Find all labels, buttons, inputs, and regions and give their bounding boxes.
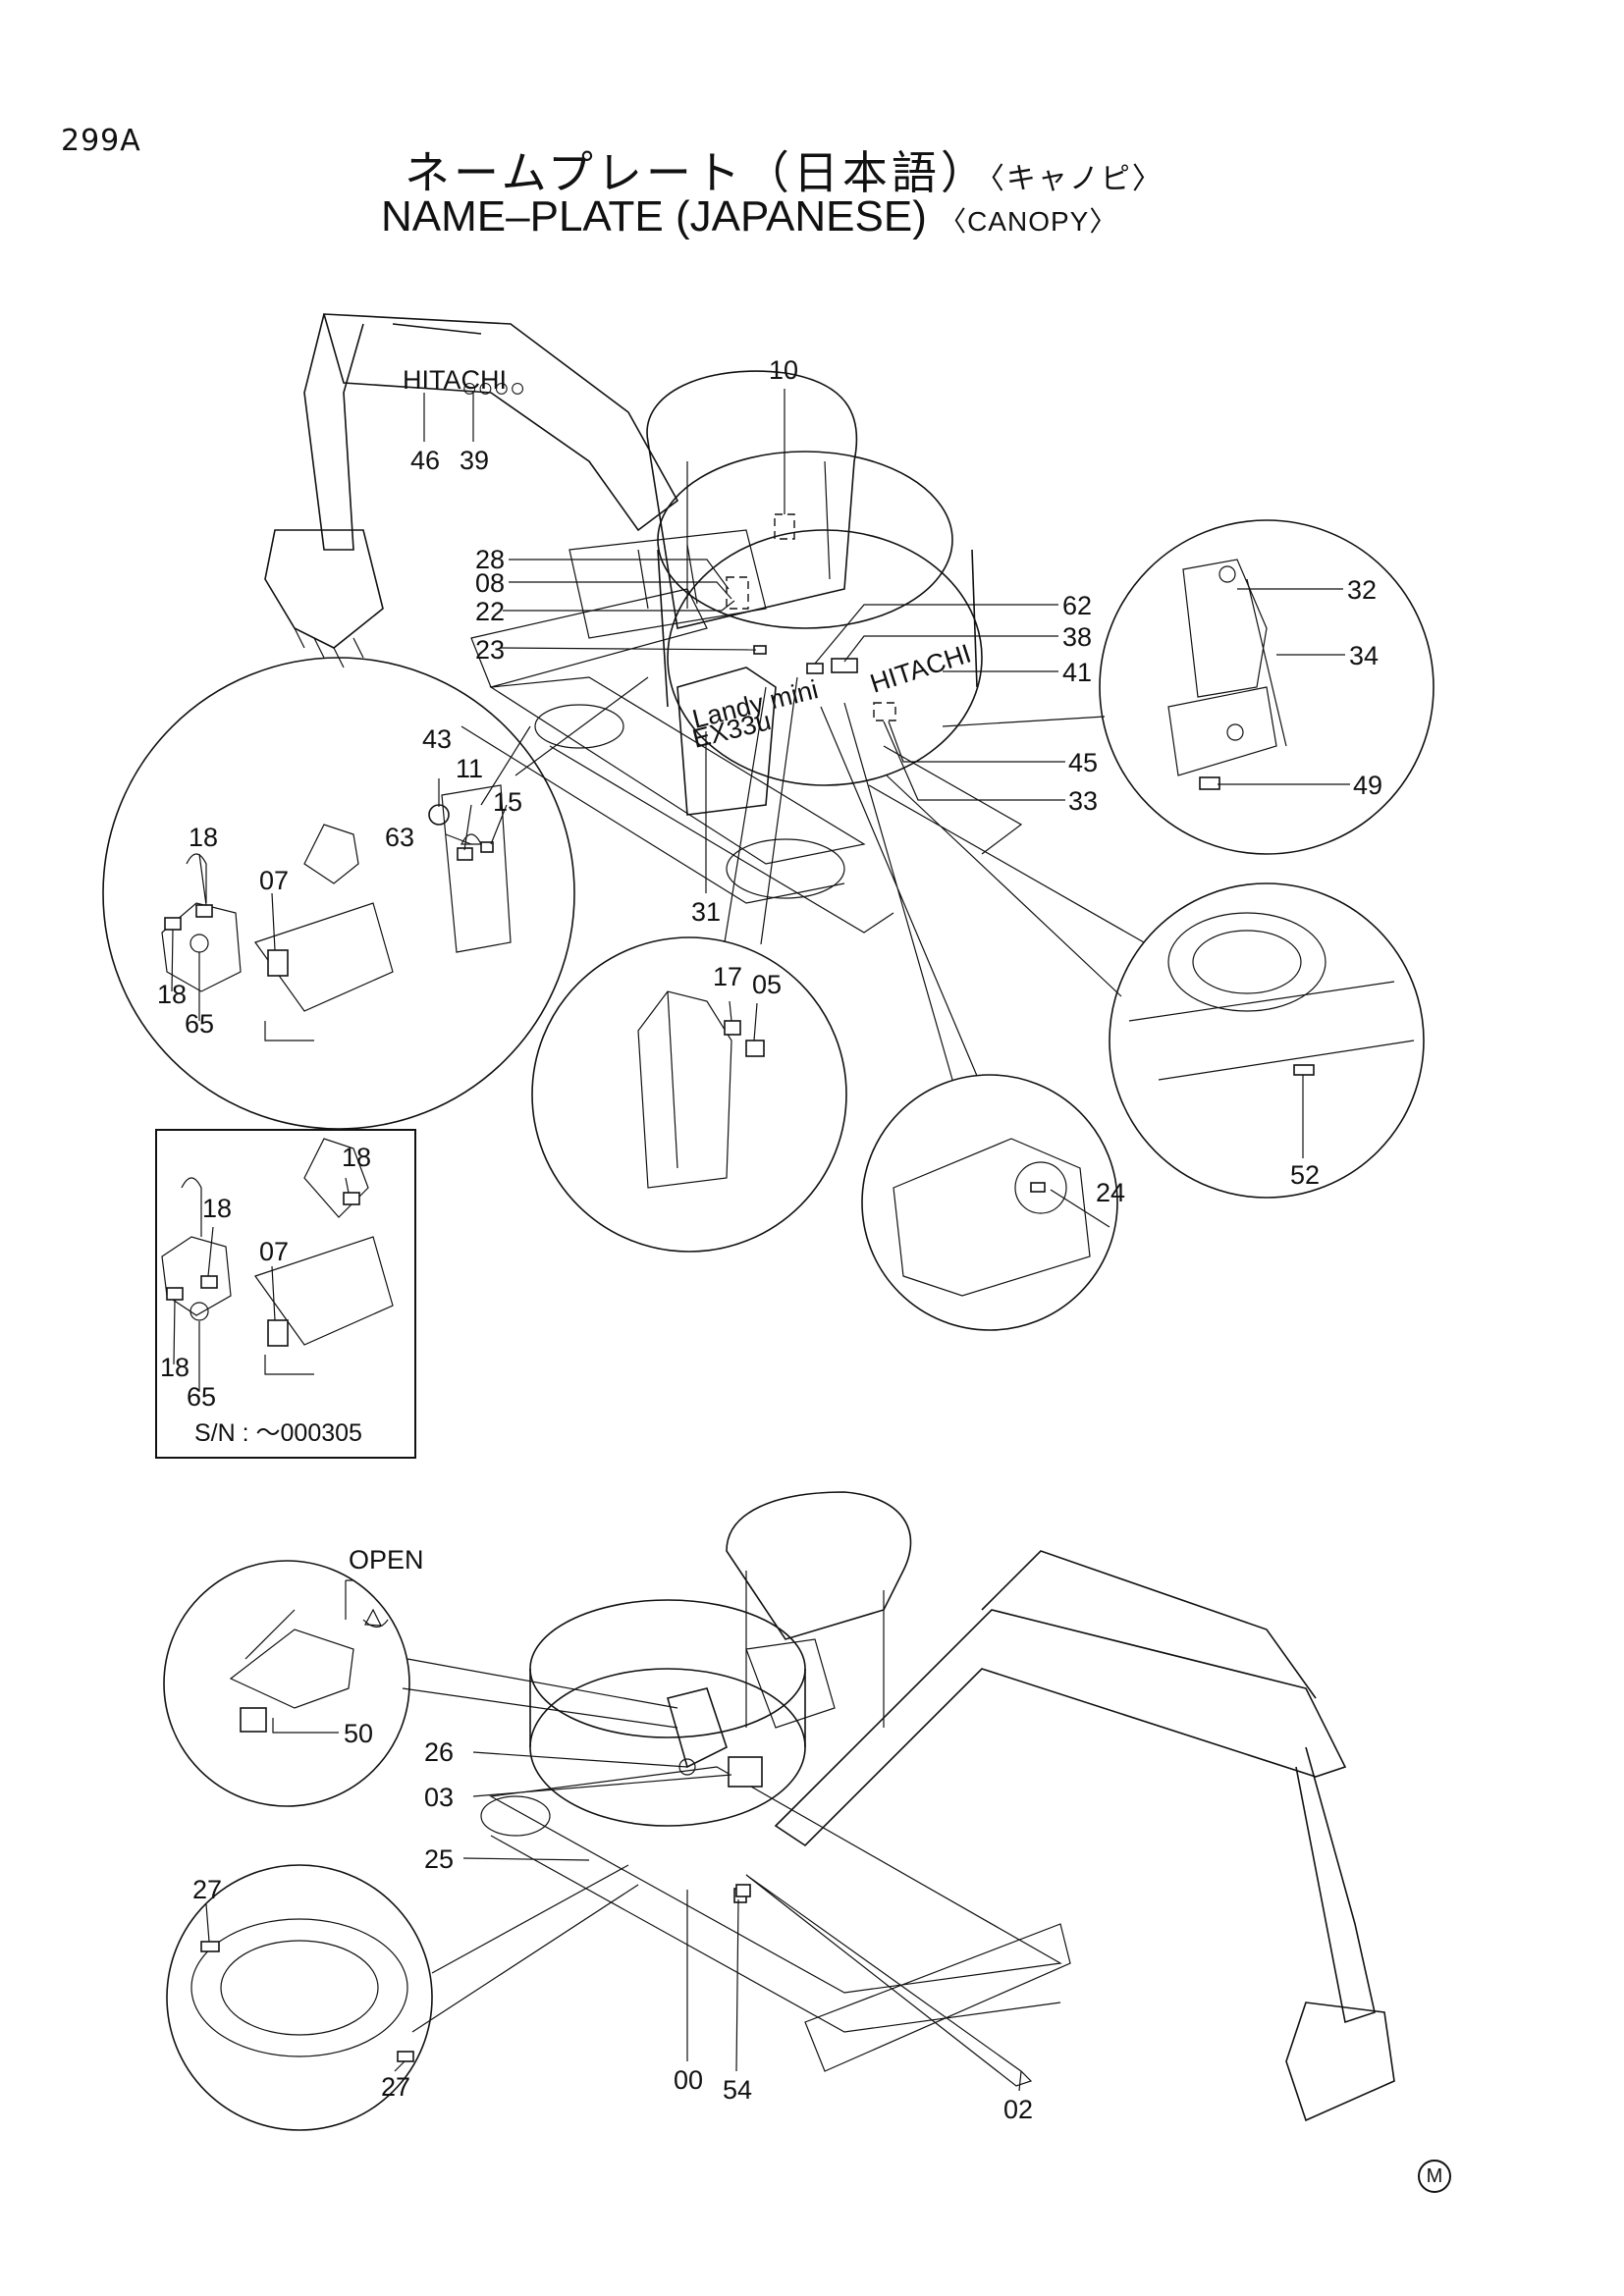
part-number-labels: 10 46 39 28 08 22 23 62 38 41 45 33 32 3… [157,355,1382,2124]
part-label-26: 26 [424,1737,454,1767]
part-label-54: 54 [723,2075,752,2105]
part-label-49: 49 [1353,771,1382,800]
part-label-15: 15 [493,787,522,817]
part-label-10: 10 [769,355,798,385]
boom-brand-text: HITACHI [403,365,507,395]
inset-variant-drawing [161,1138,394,1375]
serial-variant-inset-box [155,1129,416,1459]
leader-lines [171,389,1350,2092]
part-label-18-inset-top: 18 [342,1143,371,1172]
part-label-65-inset: 65 [187,1382,216,1412]
part-label-11: 11 [456,754,483,783]
part-label-63: 63 [385,823,414,852]
part-label-22: 22 [475,597,505,626]
part-label-08: 08 [475,568,505,598]
part-label-07-inset: 07 [259,1237,289,1266]
part-label-38: 38 [1062,622,1092,652]
part-label-00: 00 [674,2065,703,2095]
title-japanese-variant: 〈キャノピ〉 [989,162,1164,196]
serial-range-text: S/N : ～000305 [194,1419,362,1447]
part-label-05: 05 [752,970,782,999]
upper-excavator-drawing [264,313,1023,934]
part-label-62: 62 [1062,591,1092,620]
part-label-27-top: 27 [192,1875,222,1904]
part-label-50: 50 [344,1719,373,1748]
title-english-main: NAME–PLATE (JAPANESE) [381,192,927,240]
part-label-28: 28 [475,545,505,574]
circled-m-mark: M [1418,2160,1451,2193]
part-label-52: 52 [1290,1160,1320,1190]
part-label-18-inset-low: 18 [160,1353,189,1382]
part-label-41: 41 [1062,658,1092,687]
title-english: NAME–PLATE (JAPANESE) 〈CANOPY〉 [381,192,1117,241]
part-label-24: 24 [1096,1178,1125,1207]
title-japanese-main: ネームプレート（日本語） [405,146,990,199]
body-brand-text: HITACHI [867,638,975,698]
lower-excavator-drawing [163,1491,1395,2131]
title-english-variant: 〈CANOPY〉 [939,206,1118,237]
part-label-45: 45 [1068,748,1098,777]
part-label-17: 17 [713,962,742,991]
part-label-25: 25 [424,1844,454,1874]
part-label-18-upper: 18 [189,823,218,852]
part-label-18-lower: 18 [157,980,187,1009]
page-number: 299A [61,124,141,158]
title-japanese: ネームプレート（日本語）〈キャノピ〉 [405,137,1164,202]
part-label-23: 23 [475,635,505,665]
part-label-34: 34 [1349,641,1379,670]
part-label-31: 31 [691,897,721,927]
open-label: OPEN [349,1545,424,1575]
part-label-39: 39 [460,446,489,475]
part-label-02: 02 [1003,2095,1033,2124]
part-label-07-upper: 07 [259,866,289,895]
part-label-03: 03 [424,1783,454,1812]
part-label-65-upper: 65 [185,1009,214,1039]
svg-text:○○○○: ○○○○ [461,373,525,402]
part-label-46: 46 [410,446,440,475]
part-label-18-inset-mid: 18 [202,1194,232,1223]
part-label-33: 33 [1068,786,1098,816]
part-label-43: 43 [422,724,452,754]
part-label-27-bottom: 27 [381,2072,410,2102]
part-label-32: 32 [1347,575,1377,605]
